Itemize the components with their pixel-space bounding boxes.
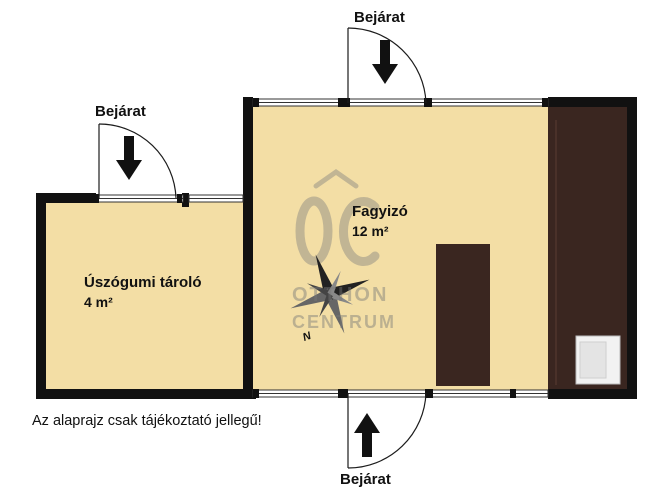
storage-floor xyxy=(42,200,248,390)
storage-walls xyxy=(36,193,256,399)
watermark-line2: CENTRUM xyxy=(292,312,396,332)
entrance-label-left: Bejárat xyxy=(95,103,146,120)
arrow-up-icon xyxy=(354,413,380,457)
door-swing-left xyxy=(98,123,177,199)
glazed-walls xyxy=(95,98,549,398)
watermark-line1: OTTHON xyxy=(292,284,389,306)
disclaimer-note: Az alaprajz csak tájékoztató jellegű! xyxy=(32,413,262,429)
center-counter xyxy=(436,244,490,386)
entrance-label-bottom: Bejárat xyxy=(340,471,391,488)
entrance-label-top: Bejárat xyxy=(354,9,405,26)
arrow-down-icon xyxy=(116,136,142,180)
room-name-storage: Úszógumi tároló xyxy=(84,274,202,291)
compass-icon xyxy=(290,254,370,334)
room-area-storage: 4 m² xyxy=(84,294,113,310)
watermark-logo xyxy=(295,168,380,266)
main-room-walls xyxy=(243,97,637,399)
arrow-down-icon xyxy=(372,40,398,84)
room-area-fagyizo: 12 m² xyxy=(352,223,389,239)
door-swing-bottom xyxy=(347,392,427,469)
room-name-fagyizo: Fagyizó xyxy=(352,203,408,220)
door-swing-top xyxy=(347,27,427,104)
